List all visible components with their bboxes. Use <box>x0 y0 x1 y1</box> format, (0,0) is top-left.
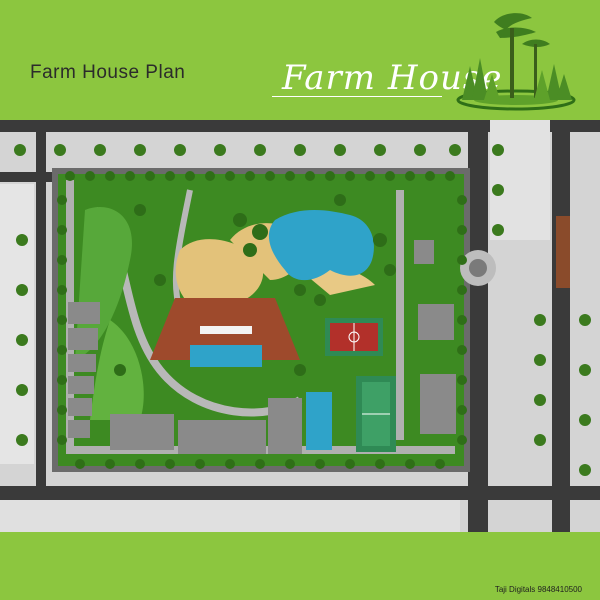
site-plan-map <box>0 120 600 532</box>
page-title: Farm House Plan <box>30 62 186 83</box>
brand-underline <box>272 96 442 97</box>
site-plan-illustration <box>0 120 600 532</box>
credit-text: Taji Digitals 9848410500 <box>494 585 582 594</box>
header-banner: Farm House Plan Farm House <box>0 0 600 120</box>
footer-banner: Taji Digitals 9848410500 <box>0 532 600 600</box>
tree-logo-icon <box>456 13 576 111</box>
